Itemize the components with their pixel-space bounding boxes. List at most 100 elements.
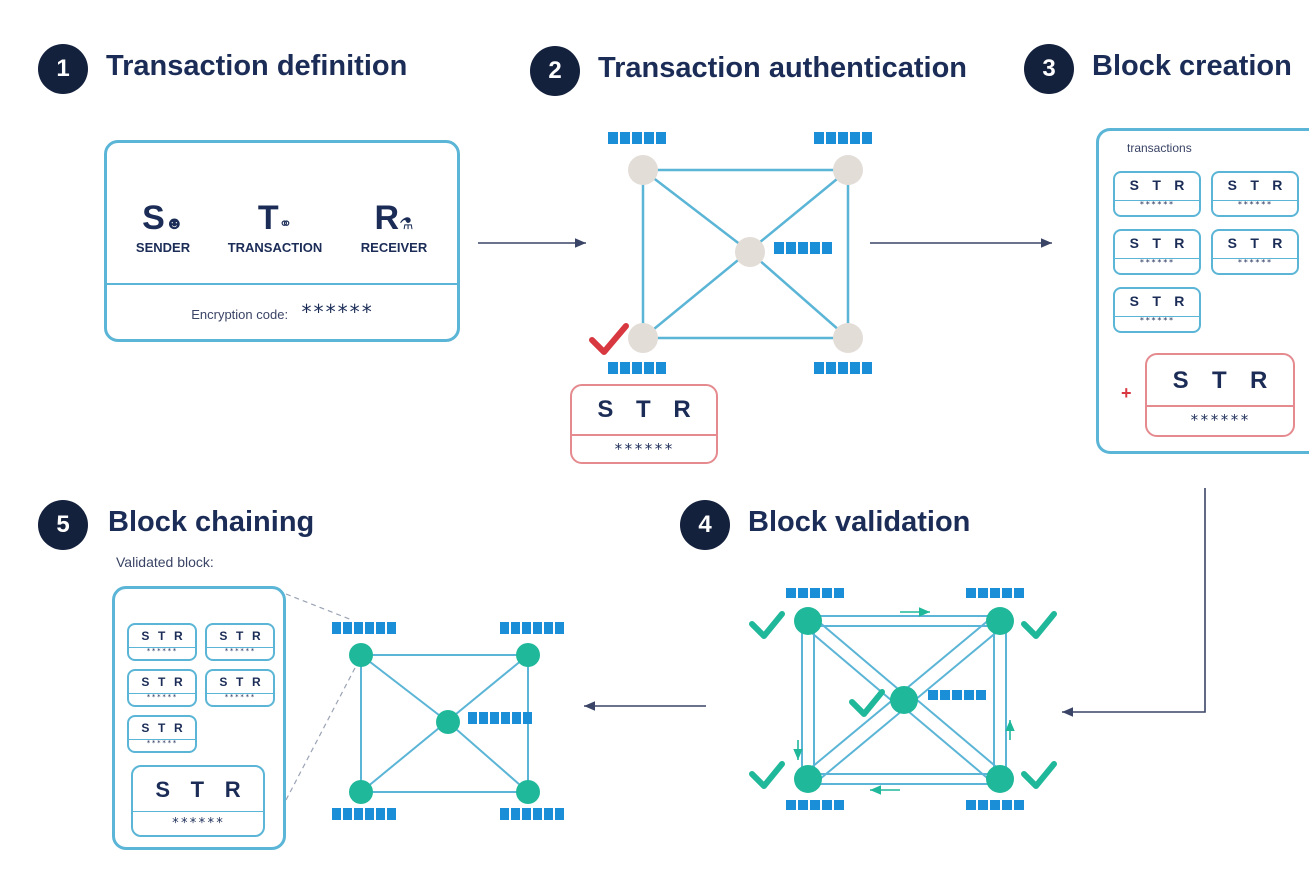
r-letter: R	[174, 675, 183, 689]
str-letters: S T R	[133, 777, 263, 803]
step-3-number: 3	[1024, 44, 1074, 94]
card-divider	[133, 811, 263, 812]
pending-transaction-card: S T R ******	[570, 384, 718, 464]
authentication-network	[641, 168, 850, 340]
transaction-label: TRANSACTION	[227, 240, 323, 255]
s-letter: S	[1172, 367, 1189, 394]
r-letter: R	[224, 777, 241, 802]
r-letter: R	[1174, 235, 1185, 251]
network-node	[833, 155, 863, 185]
str-stars: ******	[1237, 200, 1273, 209]
t-letter: T	[1152, 293, 1161, 309]
card-divider	[1115, 200, 1199, 201]
r-letter: R	[1272, 177, 1283, 193]
card-divider	[207, 647, 273, 648]
card-divider	[107, 283, 457, 285]
step-3-title: Block creation	[1092, 50, 1292, 82]
node-data-tag	[500, 622, 564, 634]
transaction-letter: T	[257, 199, 279, 237]
network-node	[735, 237, 765, 267]
str-stars: ******	[146, 647, 178, 655]
network-node	[516, 780, 540, 804]
step-1-number: 1	[38, 44, 88, 94]
card-divider	[572, 434, 716, 436]
check-icon	[1021, 761, 1057, 789]
zoom-guide	[285, 665, 357, 801]
str-stars: ******	[613, 440, 675, 458]
t-letter: T	[1152, 177, 1161, 193]
new-transaction-card: S T R ******	[1145, 353, 1295, 437]
card-divider	[207, 693, 273, 694]
node-data-tag	[332, 622, 396, 634]
str-stars: ******	[1237, 258, 1273, 267]
network-node	[986, 607, 1014, 635]
network-node	[833, 323, 863, 353]
node-data-tag	[786, 800, 844, 810]
step-4-title: Block validation	[748, 506, 971, 538]
network-node	[890, 686, 918, 714]
card-divider	[129, 647, 195, 648]
check-icon	[589, 323, 629, 355]
s-letter: S	[597, 396, 614, 423]
node-data-tag	[774, 242, 832, 254]
node-data-tag	[468, 712, 532, 724]
s-letter: S	[1227, 177, 1237, 193]
t-letter: T	[158, 675, 166, 689]
step-5-number: 5	[38, 500, 88, 550]
node-data-tag	[786, 588, 844, 598]
receiver-icon: ⚗	[399, 216, 414, 233]
network-node	[436, 710, 460, 734]
t-letter: T	[158, 721, 166, 735]
card-divider	[1115, 258, 1199, 259]
t-letter: T	[158, 629, 166, 643]
node-data-tag	[608, 132, 666, 144]
r-letter: R	[252, 675, 261, 689]
node-data-tag	[814, 132, 872, 144]
receiver-party: R⚗ RECEIVER	[353, 199, 435, 255]
node-data-tag	[814, 362, 872, 374]
node-data-tag	[966, 588, 1024, 598]
arrow-down-left-icon	[1062, 488, 1206, 717]
transaction-card: S☻ SENDER T⚭ TRANSACTION R⚗ RECEIVER Enc…	[104, 140, 460, 342]
str-stars: ******	[146, 739, 178, 747]
check-icon	[749, 611, 785, 639]
t-letter: T	[1250, 177, 1259, 193]
receiver-letter: R	[374, 199, 400, 237]
sender-letter: S	[142, 199, 165, 237]
r-letter: R	[1174, 293, 1185, 309]
zoom-guide	[285, 593, 353, 621]
check-icon	[749, 761, 785, 789]
t-letter: T	[236, 675, 244, 689]
s-letter: S	[1129, 293, 1139, 309]
plus-icon: +	[1121, 383, 1132, 403]
t-letter: T	[190, 777, 205, 802]
node-data-tag	[928, 690, 986, 700]
s-letter: S	[141, 629, 150, 643]
str-stars: ******	[1189, 411, 1251, 429]
validation-nodes	[794, 607, 1014, 793]
str-stars: ******	[224, 647, 256, 655]
str-stars: ******	[171, 816, 225, 831]
network-node	[628, 155, 658, 185]
t-letter: T	[1211, 367, 1227, 394]
str-stars: ******	[1139, 258, 1175, 267]
str-letters: S T R	[572, 396, 716, 424]
encryption-value: ******	[300, 300, 373, 324]
r-letter: R	[673, 396, 691, 423]
r-letter: R	[1249, 367, 1268, 394]
r-letter: R	[174, 721, 183, 735]
card-divider	[1213, 258, 1297, 259]
sender-label: SENDER	[135, 240, 191, 255]
